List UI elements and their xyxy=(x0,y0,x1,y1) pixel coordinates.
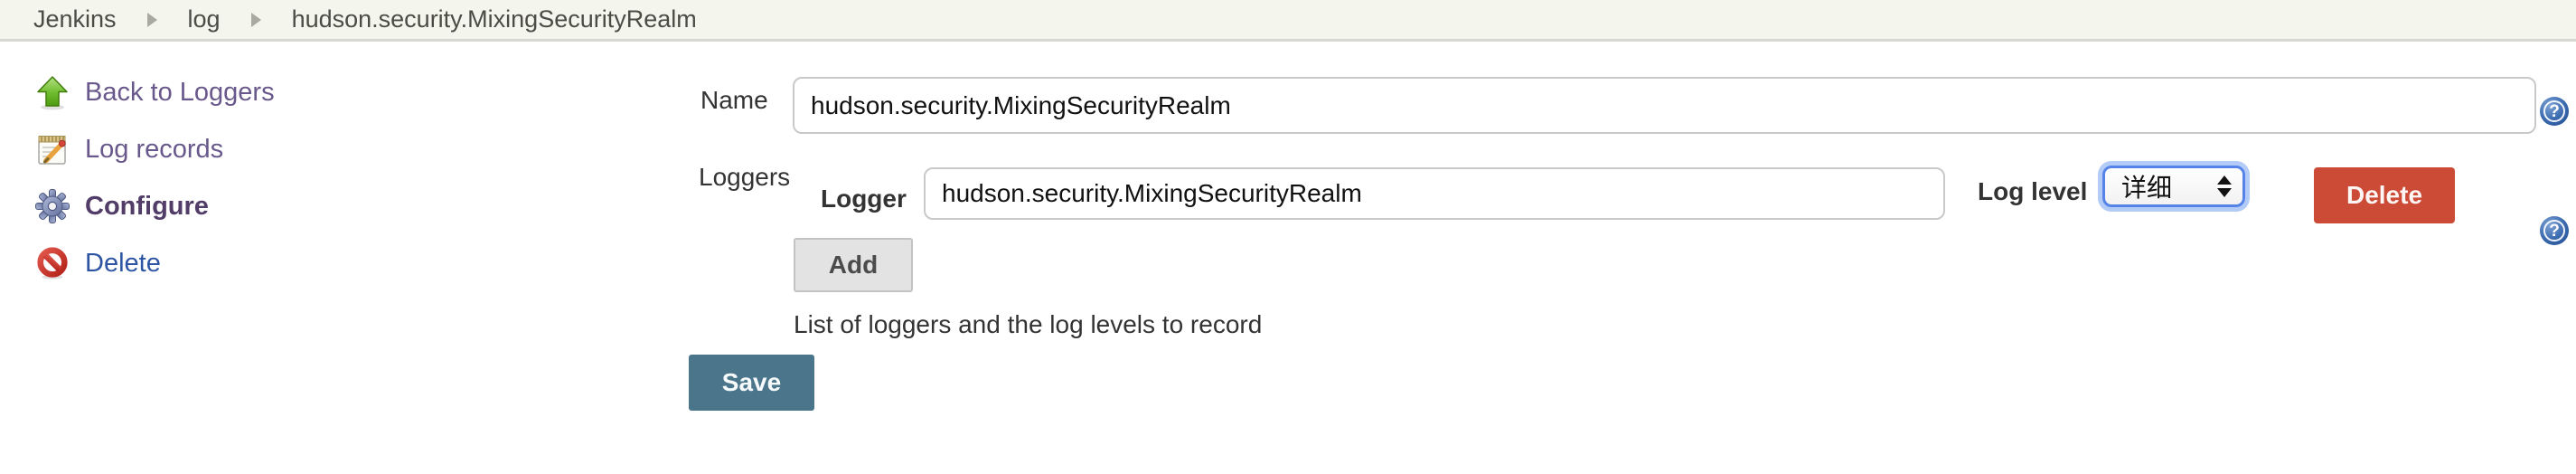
name-input[interactable] xyxy=(793,77,2536,134)
breadcrumb-separator-icon xyxy=(146,12,157,27)
no-entry-icon xyxy=(34,245,71,281)
sidebar-item-label: Log records xyxy=(85,134,224,164)
save-button[interactable]: Save xyxy=(689,355,814,411)
breadcrumb: Jenkins log hudson.security.MixingSecuri… xyxy=(0,0,2576,42)
log-level-select[interactable]: 详细 xyxy=(2102,166,2245,207)
up-arrow-icon xyxy=(34,74,71,110)
sidebar-item-back-to-loggers[interactable]: Back to Loggers xyxy=(34,72,275,112)
log-level-label: Log level xyxy=(1978,177,2088,205)
logger-label: Logger xyxy=(821,185,907,213)
sidebar-item-label: Delete xyxy=(85,248,161,278)
sidebar-item-delete[interactable]: Delete xyxy=(34,243,275,283)
breadcrumb-item-current[interactable]: hudson.security.MixingSecurityRealm xyxy=(291,5,697,33)
gear-icon xyxy=(34,188,71,224)
breadcrumb-item-jenkins[interactable]: Jenkins xyxy=(33,5,117,33)
select-arrows-icon xyxy=(2217,175,2232,197)
loggers-label: Loggers xyxy=(699,163,791,191)
help-icon[interactable]: ? xyxy=(2540,97,2569,126)
loggers-help-text: List of loggers and the log levels to re… xyxy=(794,310,1263,338)
sidebar-item-label: Back to Loggers xyxy=(85,77,275,107)
sidebar-item-configure[interactable]: Configure xyxy=(34,186,275,226)
logger-input[interactable] xyxy=(924,167,1945,220)
question-mark: ? xyxy=(2549,101,2560,121)
help-icon[interactable]: ? xyxy=(2540,216,2569,245)
log-level-selected-value: 详细 xyxy=(2121,174,2173,202)
breadcrumb-item-log[interactable]: log xyxy=(187,5,221,33)
sidebar-item-label: Configure xyxy=(85,191,209,221)
delete-logger-button[interactable]: Delete xyxy=(2314,167,2455,223)
sidebar: Back to Loggers xyxy=(34,72,275,300)
notepad-pencil-icon xyxy=(34,131,71,167)
name-label: Name xyxy=(700,86,768,114)
sidebar-item-log-records[interactable]: Log records xyxy=(34,129,275,169)
add-logger-button[interactable]: Add xyxy=(794,238,913,292)
breadcrumb-separator-icon xyxy=(250,12,261,27)
question-mark: ? xyxy=(2549,221,2560,241)
